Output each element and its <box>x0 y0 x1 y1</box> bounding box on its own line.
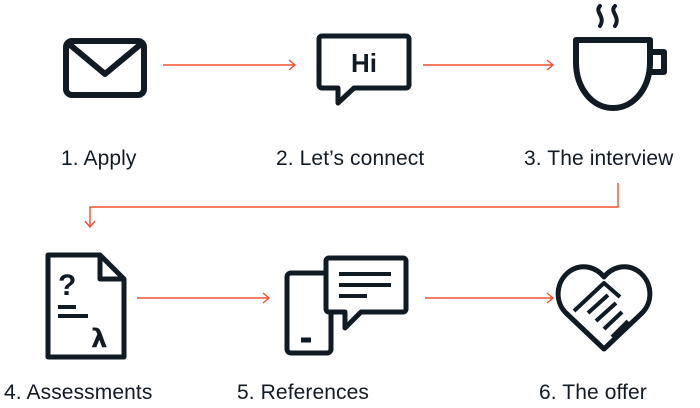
arrow-step5-to-step6 <box>425 292 555 304</box>
coffee-cup-icon <box>573 4 667 111</box>
arrow-step2-to-step3 <box>423 59 555 71</box>
step-label-lets-connect: 2. Let’s connect <box>276 147 425 170</box>
assessment-document-icon: ? λ <box>45 252 127 360</box>
arrow-step3-to-step4 <box>84 183 619 229</box>
step-label-the-offer: 6. The offer <box>539 381 647 404</box>
doc-question-mark: ? <box>58 269 76 302</box>
doc-lambda: λ <box>91 324 107 354</box>
step-label-apply: 1. Apply <box>61 147 137 170</box>
arrow-step4-to-step5 <box>137 292 271 304</box>
bubble-text: Hi <box>351 48 377 78</box>
step-label-the-interview: 3. The interview <box>524 147 674 170</box>
phone-chat-icon <box>284 255 409 356</box>
arrow-step1-to-step2 <box>163 59 297 71</box>
envelope-icon <box>63 38 147 98</box>
speech-bubble-icon: Hi <box>316 33 412 106</box>
handshake-heart-icon <box>555 264 653 352</box>
step-label-assessments: 4. Assessments <box>4 381 153 404</box>
step-label-references: 5. References <box>237 381 370 404</box>
